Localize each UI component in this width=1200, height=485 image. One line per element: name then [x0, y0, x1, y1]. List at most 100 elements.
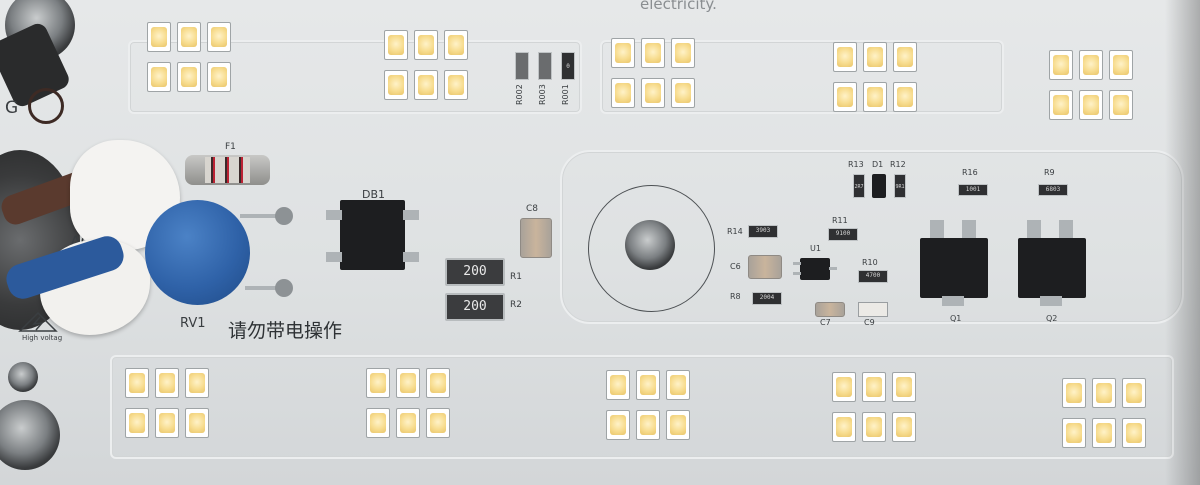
- led-chip: [155, 368, 179, 398]
- diode-d1: [872, 174, 886, 198]
- led-emitter: [388, 35, 404, 55]
- led-emitter: [837, 47, 853, 67]
- top-silkscreen-text: electricity.: [640, 0, 717, 13]
- led-chip: [1062, 378, 1086, 408]
- led-emitter: [159, 413, 175, 433]
- led-emitter: [866, 417, 882, 437]
- high-voltage-symbol: [18, 311, 58, 332]
- led-chip: [426, 408, 450, 438]
- led-chip: [636, 410, 660, 440]
- label-r12: R12: [890, 160, 906, 169]
- mount-ring: [588, 185, 715, 312]
- led-emitter: [867, 47, 883, 67]
- resistor-r13: 2R7: [853, 174, 865, 198]
- led-chip: [606, 410, 630, 440]
- label-r10: R10: [862, 258, 878, 267]
- led-chip: [611, 38, 635, 68]
- warning-text: 请勿带电操作: [228, 320, 343, 342]
- led-chip: [1049, 50, 1073, 80]
- led-chip: [1062, 418, 1086, 448]
- mosfet-drain: [942, 296, 964, 306]
- led-chip: [863, 82, 887, 112]
- led-chip: [641, 78, 665, 108]
- led-chip: [125, 368, 149, 398]
- ic-pin: [793, 272, 801, 275]
- led-chip: [611, 78, 635, 108]
- label-r2: R2: [510, 300, 522, 310]
- bottom-left-screw: [0, 400, 60, 470]
- led-chip: [414, 30, 438, 60]
- led-emitter: [645, 83, 661, 103]
- led-chip: [125, 408, 149, 438]
- led-emitter: [615, 43, 631, 63]
- led-emitter: [866, 377, 882, 397]
- varistor-rv1: [145, 200, 250, 305]
- led-chip: [147, 22, 171, 52]
- led-emitter: [1066, 423, 1082, 443]
- resistor-r14: 3903: [748, 225, 778, 238]
- led-emitter: [1053, 55, 1069, 75]
- led-chip: [384, 70, 408, 100]
- led-emitter: [640, 375, 656, 395]
- resistor-r002: [515, 52, 529, 80]
- led-emitter: [610, 415, 626, 435]
- led-emitter: [189, 413, 205, 433]
- copper-trace: [128, 40, 582, 114]
- led-chip: [366, 408, 390, 438]
- led-emitter: [129, 413, 145, 433]
- solder-joint: [275, 279, 293, 297]
- led-emitter: [418, 35, 434, 55]
- led-chip: [1079, 50, 1103, 80]
- led-chip: [366, 368, 390, 398]
- led-chip: [862, 412, 886, 442]
- mosfet-q1: [920, 238, 988, 298]
- led-chip: [641, 38, 665, 68]
- label-q1: Q1: [950, 314, 962, 323]
- led-chip: [396, 408, 420, 438]
- led-chip: [444, 30, 468, 60]
- led-chip: [207, 62, 231, 92]
- led-chip: [636, 370, 660, 400]
- led-chip: [384, 30, 408, 60]
- led-chip: [666, 370, 690, 400]
- copper-trace: [110, 355, 1174, 459]
- resistor-r11: 9100: [828, 228, 858, 241]
- led-chip: [147, 62, 171, 92]
- label-r16: R16: [962, 168, 978, 177]
- led-chip: [832, 372, 856, 402]
- led-emitter: [897, 47, 913, 67]
- led-emitter: [615, 83, 631, 103]
- led-emitter: [836, 417, 852, 437]
- led-chip: [1122, 378, 1146, 408]
- led-chip: [862, 372, 886, 402]
- resistor-r8: 2004: [752, 292, 782, 305]
- mosfet-tab: [962, 220, 976, 238]
- led-emitter: [867, 87, 883, 107]
- led-chip: [892, 372, 916, 402]
- label-r003: R003: [538, 84, 547, 105]
- label-f1: F1: [225, 142, 236, 152]
- label-r001: R001: [561, 84, 570, 105]
- led-chip: [1109, 50, 1133, 80]
- led-emitter: [836, 377, 852, 397]
- led-emitter: [430, 373, 446, 393]
- led-chip: [892, 412, 916, 442]
- led-emitter: [370, 373, 386, 393]
- led-chip: [155, 408, 179, 438]
- led-chip: [185, 368, 209, 398]
- board-edge-shadow: [1165, 0, 1200, 485]
- led-emitter: [670, 375, 686, 395]
- led-chip: [666, 410, 690, 440]
- label-c8: C8: [526, 204, 539, 214]
- label-r1: R1: [510, 272, 522, 282]
- led-emitter: [837, 87, 853, 107]
- label-d1: D1: [872, 160, 884, 169]
- resistor-r1: 200: [445, 258, 505, 286]
- label-c7: C7: [820, 318, 831, 327]
- led-emitter: [1083, 55, 1099, 75]
- led-emitter: [388, 75, 404, 95]
- led-chip: [177, 62, 201, 92]
- led-chip: [833, 42, 857, 72]
- label-rv1: RV1: [180, 316, 206, 331]
